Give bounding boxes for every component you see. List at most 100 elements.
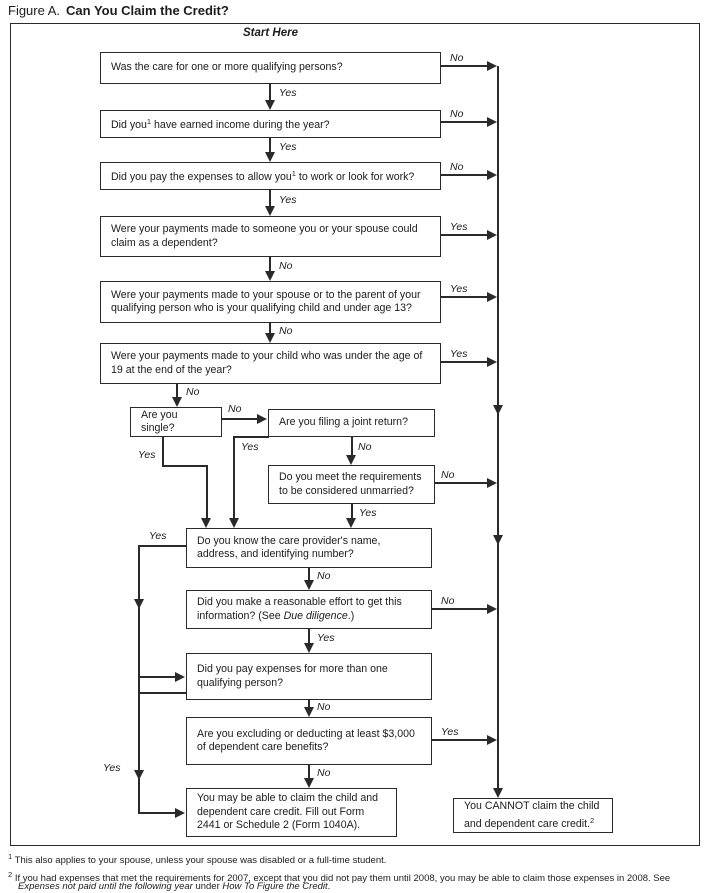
q10-text: Do you know the care provider's name, ad… (197, 534, 381, 561)
q1-no-label: No (450, 52, 464, 64)
q13-dependent-care-benefits-box: Are you excluding or deducting at least … (186, 717, 432, 765)
arrowhead-right-icon (175, 808, 185, 818)
q9-no-line (435, 482, 488, 484)
q12-no-label: No (317, 701, 331, 713)
q9-text: Do you meet the requirements to be consi… (279, 471, 422, 497)
q4-text: Were your payments made to someone you o… (111, 223, 418, 249)
q11-yes-label: Yes (317, 632, 335, 644)
flowchart-frame (10, 23, 700, 846)
arrowhead-down-icon (265, 333, 275, 343)
q12-yes-label: Yes (103, 762, 121, 774)
q7-yes-line (162, 437, 164, 466)
q3-no-line (441, 174, 488, 176)
arrowhead-right-icon (487, 61, 497, 71)
q3-no-label: No (450, 161, 464, 173)
arrowhead-right-icon (487, 478, 497, 488)
q1-yes-line (269, 84, 271, 101)
arrowhead-down-icon (265, 152, 275, 162)
footnote-1: 1 This also applies to your spouse, unle… (8, 852, 387, 866)
q7-are-you-single-box: Are you single? (130, 407, 222, 437)
q8-text: Are you filing a joint return? (279, 416, 408, 429)
q4-yes-line (441, 234, 488, 236)
q13-no-line (308, 765, 310, 779)
arrowhead-down-icon (304, 778, 314, 788)
q9-yes-line (351, 503, 353, 519)
q4-no-label: No (279, 260, 293, 272)
arrowhead-down-icon (134, 770, 144, 780)
arrowhead-down-icon (346, 455, 356, 465)
arrowhead-right-icon (175, 672, 185, 682)
q12-text: Did you pay expenses for more than one q… (197, 663, 388, 689)
q5-yes-line (441, 296, 488, 298)
arrowhead-down-icon (304, 707, 314, 717)
arrowhead-right-icon (487, 117, 497, 127)
no-rail-line (497, 66, 499, 789)
q1-text: Was the care for one or more qualifying … (111, 61, 343, 74)
q4-no-line (269, 257, 271, 272)
arrowhead-down-icon (493, 405, 503, 415)
q12-more-than-one-person-box: Did you pay expenses for more than one q… (186, 653, 432, 700)
q8-yes-label: Yes (241, 441, 259, 453)
q10-no-line (308, 568, 310, 581)
q6-payments-to-child-box: Were your payments made to your child wh… (100, 343, 441, 384)
q7-yes-line (206, 465, 208, 519)
q2-earned-income-box: Did you1 have earned income during the y… (100, 110, 441, 138)
arrowhead-down-icon (265, 271, 275, 281)
arrowhead-right-icon (487, 230, 497, 240)
footnote-2-line2: Expenses not paid until the following ye… (18, 881, 331, 892)
q11-yes-line (308, 629, 310, 644)
figure-heading: Can You Claim the Credit? (66, 3, 229, 18)
arrowhead-down-icon (265, 206, 275, 216)
q8-joint-return-box: Are you filing a joint return? (268, 409, 435, 437)
q10-yes-line (138, 545, 186, 547)
q2-no-line (441, 121, 488, 123)
q5-text: Were your payments made to your spouse o… (111, 288, 421, 315)
arrowhead-down-icon (172, 397, 182, 407)
q9-considered-unmarried-box: Do you meet the requirements to be consi… (268, 465, 435, 504)
arrowhead-down-icon (304, 643, 314, 653)
figure-title: Figure A. Can You Claim the Credit? (8, 3, 229, 18)
q2-yes-label: Yes (279, 141, 297, 153)
q8-yes-line (233, 436, 269, 438)
q13-text: Are you excluding or deducting at least … (197, 727, 415, 754)
arrowhead-right-icon (487, 604, 497, 614)
start-here-label: Start Here (243, 27, 298, 39)
q3-pay-expenses-to-work-box: Did you pay the expenses to allow you1 t… (100, 162, 441, 190)
q13-yes-line (432, 739, 488, 741)
q1-no-line (441, 65, 488, 67)
q5-yes-label: Yes (450, 283, 468, 295)
q9-yes-label: Yes (359, 507, 377, 519)
q7-no-line (222, 418, 258, 420)
q4-payments-to-dependent-box: Were your payments made to someone you o… (100, 216, 441, 257)
q6-yes-label: Yes (450, 348, 468, 360)
q6-no-label: No (186, 386, 200, 398)
arrowhead-right-icon (487, 170, 497, 180)
q7-yes-label: Yes (138, 449, 156, 461)
q10-yes-label: Yes (149, 530, 167, 542)
q7-text: Are you single? (141, 408, 178, 435)
figure-label: Figure A. (8, 3, 61, 18)
arrowhead-right-icon (487, 357, 497, 367)
arrowhead-right-icon (257, 414, 267, 424)
arrowhead-right-icon (487, 735, 497, 745)
arrowhead-down-icon (304, 580, 314, 590)
q8-yes-line (233, 436, 235, 519)
arrowhead-down-icon (493, 535, 503, 545)
arrowhead-down-icon (201, 518, 211, 528)
q9-no-label: No (441, 469, 455, 481)
q10-know-provider-box: Do you know the care provider's name, ad… (186, 528, 432, 568)
q11-text: Did you make a reasonable effort to get … (197, 596, 402, 622)
footnote-2: 2 If you had expenses that met the requi… (8, 870, 671, 884)
q12-no-line (308, 700, 310, 708)
arrowhead-down-icon (265, 100, 275, 110)
q1-qualifying-persons-box: Was the care for one or more qualifying … (100, 52, 441, 84)
q13-yes-label: Yes (441, 726, 459, 738)
q6-no-line (176, 384, 178, 398)
q13-no-label: No (317, 767, 331, 779)
q1-yes-label: Yes (279, 87, 297, 99)
q7-no-label: No (228, 403, 242, 415)
q8-no-label: No (358, 441, 372, 453)
q11-reasonable-effort-box: Did you make a reasonable effort to get … (186, 590, 432, 629)
arrowhead-down-icon (229, 518, 239, 528)
